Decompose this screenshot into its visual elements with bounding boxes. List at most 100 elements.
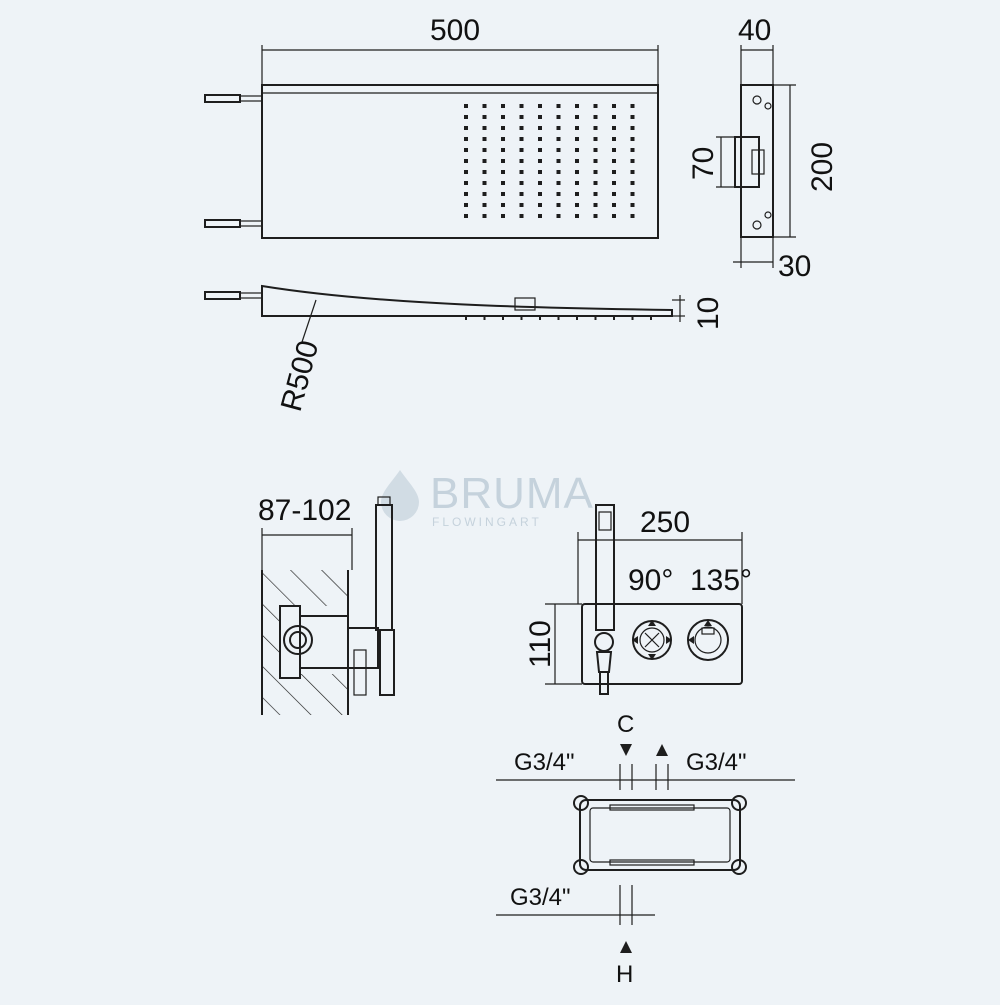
nozzle-dot: [501, 214, 505, 218]
nozzle-dot: [593, 104, 598, 108]
nozzle-dot: [501, 203, 505, 207]
nozzle-dot: [593, 148, 598, 152]
nozzle-dot: [575, 148, 579, 152]
nozzle-dot: [519, 181, 524, 185]
nozzle-dot: [538, 192, 542, 196]
nozzle-dot: [575, 192, 579, 196]
nozzle-dot: [556, 137, 561, 141]
label-cold: C: [617, 711, 634, 738]
nozzle-grid: [464, 104, 635, 218]
nozzle-dot: [501, 159, 505, 163]
nozzle-dot: [575, 181, 579, 185]
dim-inlet-offset: 30: [778, 250, 811, 283]
nozzle-dot: [538, 137, 542, 141]
dim-valve-width: 250: [640, 506, 690, 539]
watermark-brand: BRUMA: [430, 469, 594, 518]
nozzle-dot: [464, 214, 468, 218]
dim-head-depth: 40: [738, 14, 771, 47]
thread-bottom-label: G3/4": [510, 884, 571, 911]
shower-head-profile-view: 10 R500: [204, 284, 725, 415]
nozzle-dot: [519, 126, 524, 130]
nozzle-dot: [593, 126, 598, 130]
wall-section-view: 87-102: [258, 494, 395, 715]
nozzle-dot: [556, 104, 561, 108]
shower-head-side-view: 40 200 70 30: [687, 14, 839, 283]
nozzle-dot: [575, 214, 579, 218]
nozzle-dot: [538, 115, 542, 119]
nozzle-dot: [593, 214, 598, 218]
watermark-tagline: FLOWINGART: [432, 515, 542, 529]
nozzle-dot: [630, 170, 635, 174]
nozzle-dot: [612, 159, 616, 163]
nozzle-dot: [593, 137, 598, 141]
nozzle-dot: [482, 104, 487, 108]
nozzle-dot: [501, 181, 505, 185]
shower-head-front-view: 500: [204, 14, 659, 239]
nozzle-dot: [630, 214, 635, 218]
nozzle-dot: [464, 126, 468, 130]
nozzle-dot: [630, 203, 635, 207]
nozzle-dot: [464, 181, 468, 185]
nozzle-dot: [630, 137, 635, 141]
watermark: BRUMA FLOWINGART: [381, 469, 594, 529]
nozzle-dot: [501, 126, 505, 130]
nozzle-dot: [612, 192, 616, 196]
nozzle-dot: [482, 192, 487, 196]
nozzle-dot: [575, 104, 579, 108]
nozzle-dot: [482, 203, 487, 207]
nozzle-dot: [556, 170, 561, 174]
nozzle-dot: [612, 137, 616, 141]
nozzle-dot: [482, 170, 487, 174]
nozzle-dot: [519, 170, 524, 174]
nozzle-dot: [464, 104, 468, 108]
nozzle-dot: [575, 137, 579, 141]
nozzle-dot: [482, 181, 487, 185]
nozzle-dot: [575, 159, 579, 163]
nozzle-dot: [593, 203, 598, 207]
dim-bracket-height: 70: [687, 147, 720, 180]
nozzle-dot: [575, 126, 579, 130]
nozzle-dot: [501, 170, 505, 174]
nozzle-dot: [519, 148, 524, 152]
droplet-icon: [381, 470, 419, 521]
nozzle-dot: [630, 126, 635, 130]
arrow-up-icon-bottom: [620, 941, 632, 953]
nozzle-dot: [482, 214, 487, 218]
nozzle-dot: [630, 148, 635, 152]
nozzle-dot: [464, 192, 468, 196]
nozzle-dot: [464, 170, 468, 174]
nozzle-dot: [612, 126, 616, 130]
nozzle-dot: [501, 137, 505, 141]
angle-label-1: 90°: [628, 564, 673, 597]
nozzle-dot: [556, 148, 561, 152]
nozzle-dot: [630, 104, 635, 108]
nozzle-dot: [464, 203, 468, 207]
nozzle-dot: [612, 115, 616, 119]
nozzle-dot: [612, 181, 616, 185]
dim-head-thickness: 10: [692, 297, 725, 330]
dim-valve-height: 110: [524, 620, 557, 668]
nozzle-dot: [519, 115, 524, 119]
dim-head-height: 200: [806, 142, 839, 192]
nozzle-dot: [464, 137, 468, 141]
nozzle-dot: [538, 181, 542, 185]
nozzle-dot: [464, 115, 468, 119]
nozzle-dot: [630, 159, 635, 163]
nozzle-dot: [538, 126, 542, 130]
nozzle-dot: [501, 104, 505, 108]
thread-right-label: G3/4": [686, 749, 747, 776]
nozzle-dot: [501, 115, 505, 119]
nozzle-dot: [519, 214, 524, 218]
nozzle-dot: [612, 214, 616, 218]
nozzle-dot: [538, 148, 542, 152]
nozzle-dot: [593, 170, 598, 174]
nozzle-dot: [556, 181, 561, 185]
nozzle-dot: [556, 159, 561, 163]
nozzle-dot: [556, 192, 561, 196]
nozzle-dot: [482, 148, 487, 152]
nozzle-dot: [538, 170, 542, 174]
nozzle-dot: [556, 126, 561, 130]
nozzle-dot: [556, 203, 561, 207]
nozzle-dot: [630, 192, 635, 196]
nozzle-dot: [538, 159, 542, 163]
